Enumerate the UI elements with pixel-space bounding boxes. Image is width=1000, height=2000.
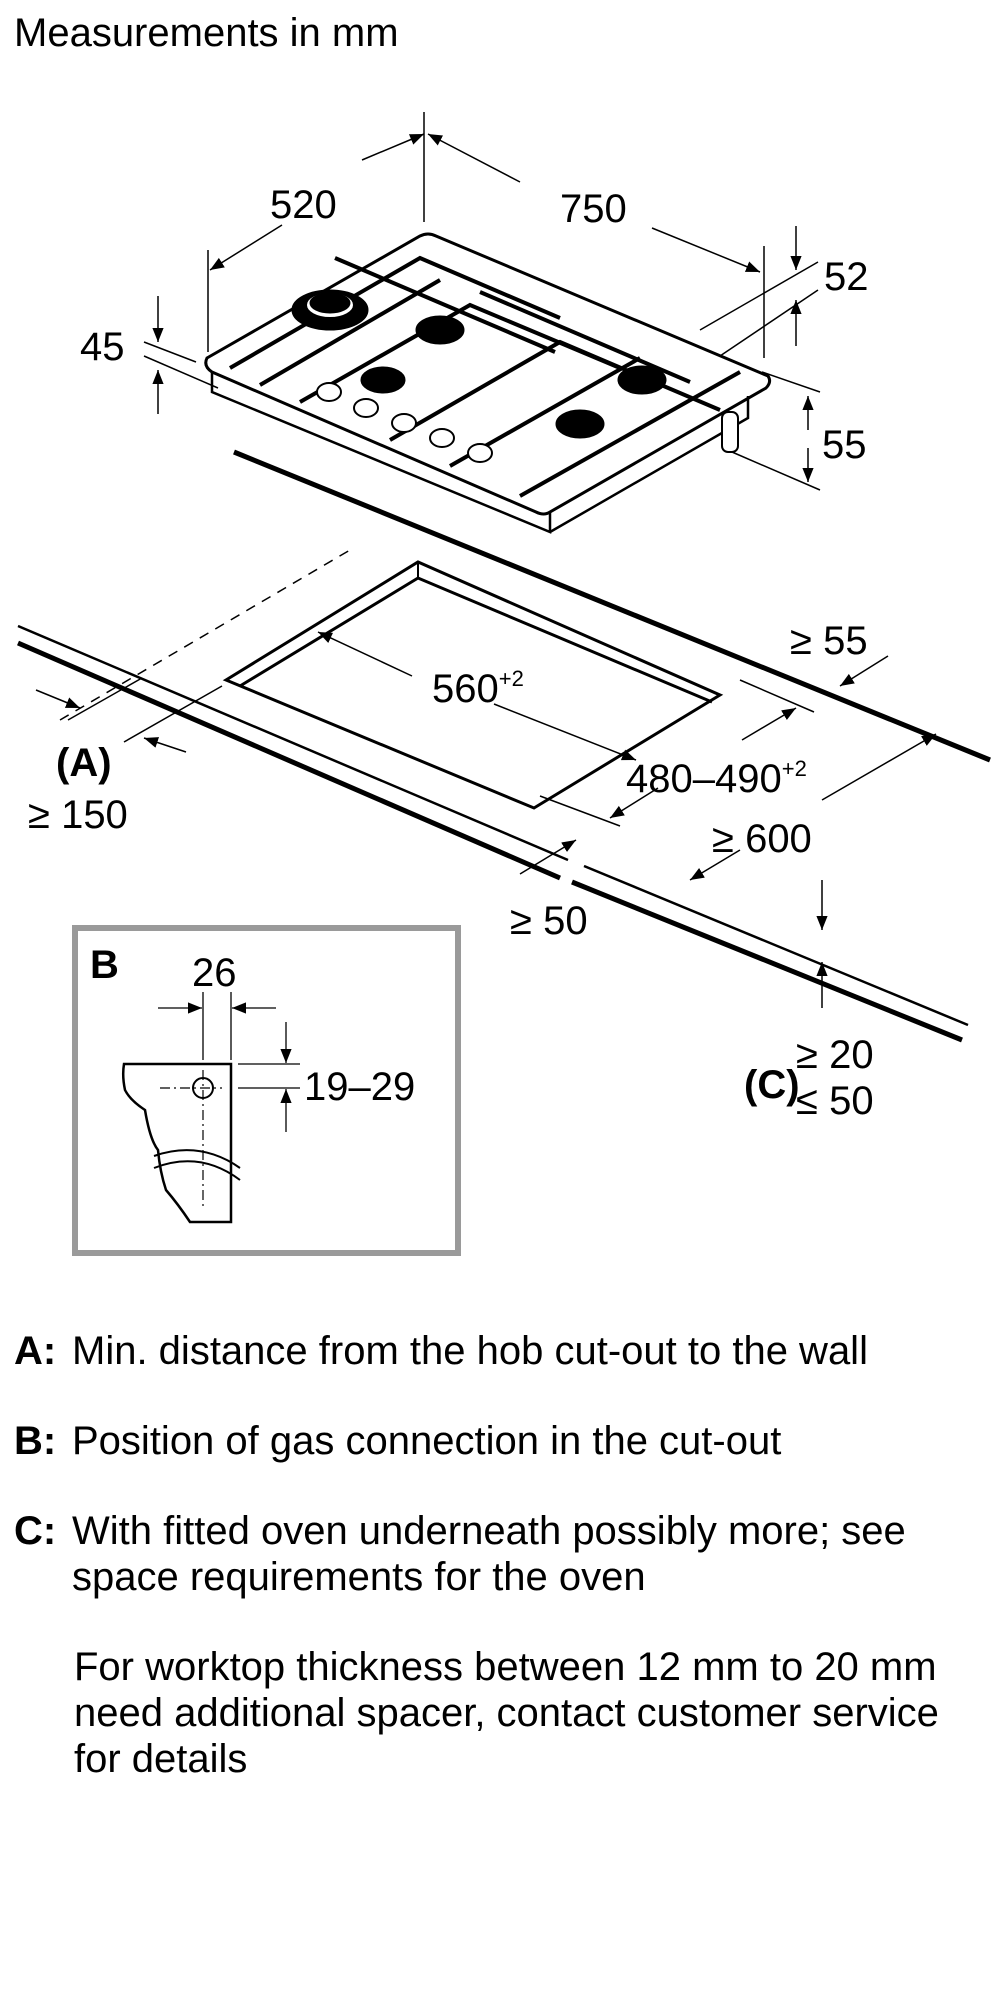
dim-worktop-depth: ≥ 600	[712, 817, 812, 861]
note-a: A: Min. distance from the hob cut-out to…	[14, 1328, 984, 1374]
note-key: C:	[14, 1509, 57, 1553]
wall-edge	[233, 449, 991, 763]
dim-front-distance: ≥ 50	[510, 899, 588, 943]
note-b: B: Position of gas connection in the cut…	[14, 1418, 984, 1464]
burners	[291, 289, 667, 439]
knob	[316, 382, 342, 402]
dim-burner-height: 45	[80, 325, 125, 369]
dim-thickness-max: ≤ 50	[796, 1079, 874, 1123]
page-title: Measurements in mm	[14, 11, 399, 55]
dim-cutout-depth-tolerance: +2	[782, 756, 807, 781]
gas-connector	[721, 411, 739, 453]
installation-diagram: 520 750 45 52 55 560+2 480–490+2 ≥ 55 ≥ …	[17, 112, 991, 1256]
cutout-outline	[222, 560, 724, 810]
dashed-wall-line	[59, 549, 351, 721]
spacer-note: For worktop thickness between 12 mm to 2…	[74, 1645, 939, 1781]
dim-gas-horizontal: 26	[192, 951, 237, 995]
note-text: Min. distance from the hob cut-out to th…	[72, 1329, 868, 1373]
dim-cutout-width: 560+2	[432, 666, 524, 711]
label-a: (A)	[56, 741, 112, 785]
dim-gas-connector-offset: 52	[824, 255, 869, 299]
detail-b-box	[72, 925, 461, 1256]
dim-rear-distance: ≥ 55	[790, 619, 868, 663]
dim-cutout-width-tolerance: +2	[499, 666, 524, 691]
knob	[391, 413, 417, 433]
knob	[353, 398, 379, 418]
knob	[429, 428, 455, 448]
worktop-front-top	[17, 624, 569, 862]
note-text: Position of gas connection in the cut-ou…	[72, 1419, 782, 1463]
note-c: C: With fitted oven underneath possibly …	[14, 1508, 984, 1600]
worktop-front-bottom	[17, 640, 561, 881]
hob-top-plate	[204, 232, 772, 516]
hob-front-skirt	[210, 372, 552, 534]
worktop-drawing	[17, 449, 991, 1043]
dim-under-depth: 55	[822, 423, 867, 467]
knob	[467, 443, 493, 463]
burner-front-middle	[360, 366, 406, 394]
label-c: (C)	[744, 1063, 800, 1107]
pan-supports	[228, 255, 741, 498]
cutout-dimension-lines	[35, 631, 937, 1008]
note-key: A:	[14, 1329, 57, 1373]
dim-thickness-min: ≥ 20	[796, 1033, 874, 1077]
dim-cutout-depth-value: 480–490	[626, 757, 782, 801]
dim-gas-vertical: 19–29	[304, 1065, 415, 1109]
dim-wall-distance: ≥ 150	[28, 793, 128, 837]
detail-b-label: B	[90, 943, 119, 987]
dim-cutout-depth: 480–490+2	[626, 756, 807, 801]
notes-section: A: Min. distance from the hob cut-out to…	[14, 1328, 984, 1782]
burner-rear-right	[617, 365, 667, 395]
dim-cutout-width-value: 560	[432, 667, 499, 711]
dim-hob-width: 750	[560, 187, 627, 231]
cabinet-profile	[121, 1062, 233, 1224]
dim-hob-depth: 520	[270, 183, 337, 227]
note-key: B:	[14, 1419, 57, 1463]
burner-front-right	[555, 409, 605, 439]
burner-rear-middle	[415, 315, 465, 345]
control-knobs	[316, 382, 493, 463]
hob-dimension-lines	[143, 112, 821, 491]
note-text: With fitted oven underneath possibly mor…	[72, 1509, 906, 1599]
hob-drawing	[204, 232, 772, 534]
